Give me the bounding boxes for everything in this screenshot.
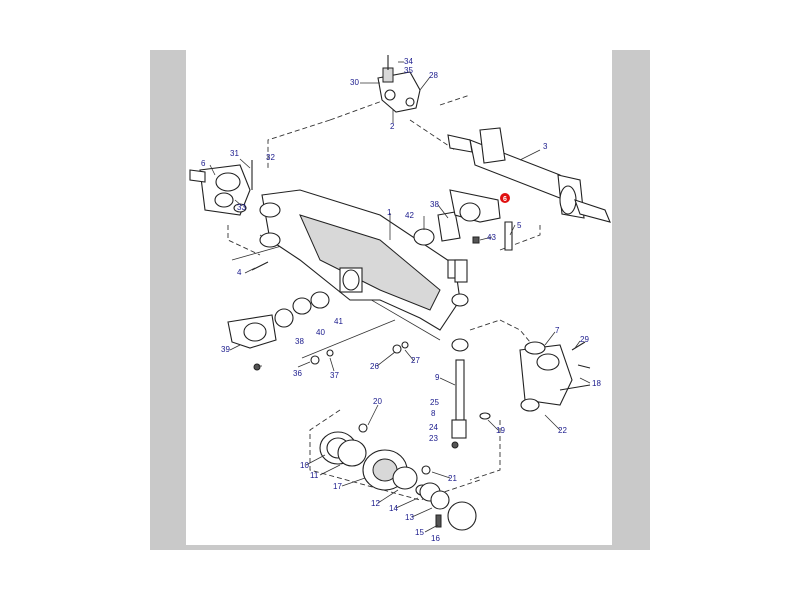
callout-label: 19 <box>496 426 505 435</box>
callout-label: 22 <box>558 426 567 435</box>
leader-lines <box>209 61 591 533</box>
callout-label: 36 <box>293 369 302 378</box>
callout-label: 23 <box>429 434 438 443</box>
callout-label: 33 <box>237 203 246 212</box>
callout-label: 11 <box>310 471 319 480</box>
axle-beam <box>259 189 469 352</box>
callout-label: 17 <box>333 482 342 491</box>
callout-label: 9 <box>435 373 440 382</box>
lower-bushings <box>227 261 330 371</box>
callout-label: 10 <box>300 461 309 470</box>
callout-label: 29 <box>580 335 589 344</box>
callout-label: 7 <box>555 326 560 335</box>
axle-tube <box>447 127 611 223</box>
callout-label: 20 <box>373 397 382 406</box>
kingpin-assembly <box>310 259 491 449</box>
callout-label: 21 <box>448 474 457 483</box>
highlight-label: 6 <box>503 196 507 203</box>
callout-label: 12 <box>371 499 380 508</box>
callout-label: 5 <box>517 221 522 230</box>
callout-label: 8 <box>431 409 436 418</box>
callout-label: 6 <box>201 159 206 168</box>
callout-label: 16 <box>431 534 440 543</box>
callout-label: 37 <box>330 371 339 380</box>
callout-label: 34 <box>404 57 413 66</box>
callout-label: 25 <box>430 398 439 407</box>
callout-label: 40 <box>316 328 325 337</box>
callout-label: 32 <box>266 153 275 162</box>
callout-label: 38 <box>430 200 439 209</box>
callout-label: 24 <box>429 423 438 432</box>
callout-label: 30 <box>350 78 359 87</box>
callout-label: 31 <box>230 149 239 158</box>
callout-label: 26 <box>370 362 379 371</box>
callout-label: 14 <box>389 504 398 513</box>
callout-label: 38 <box>295 337 304 346</box>
callout-label: 1 <box>387 208 392 217</box>
highlight-marker: 6 <box>500 193 510 203</box>
callout-label: 15 <box>415 528 424 537</box>
callout-label: 2 <box>390 122 395 131</box>
callout-label: 28 <box>429 71 438 80</box>
wheel-hub <box>319 423 477 531</box>
callout-label: 43 <box>487 233 496 242</box>
top-bracket <box>377 55 421 113</box>
callout-label: 13 <box>405 513 414 522</box>
callout-label: 42 <box>405 211 414 220</box>
callout-label: 18 <box>592 379 601 388</box>
upper-bushings <box>413 189 513 251</box>
callout-label: 39 <box>221 345 230 354</box>
callout-labels: 34 35 30 28 2 3 31 32 6 33 1 42 38 43 5 … <box>201 57 601 543</box>
right-knuckle <box>519 341 591 412</box>
callout-label: 27 <box>411 356 420 365</box>
callout-label: 35 <box>404 66 413 75</box>
callout-label: 4 <box>237 268 242 277</box>
callout-label: 3 <box>543 142 548 151</box>
callout-label: 41 <box>334 317 343 326</box>
